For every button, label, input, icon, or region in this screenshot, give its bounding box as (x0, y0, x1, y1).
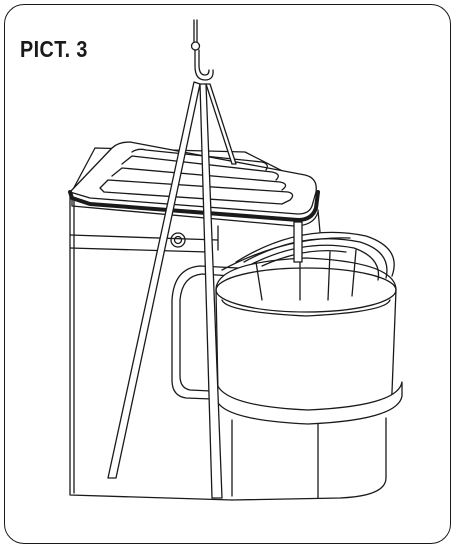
crane-hook-icon (190, 19, 214, 81)
head-cover (69, 141, 317, 215)
machine-body (68, 141, 321, 501)
mixing-bowl (215, 221, 403, 501)
figure-caption: PICT. 3 (20, 36, 88, 62)
lifting-straps (107, 81, 237, 499)
